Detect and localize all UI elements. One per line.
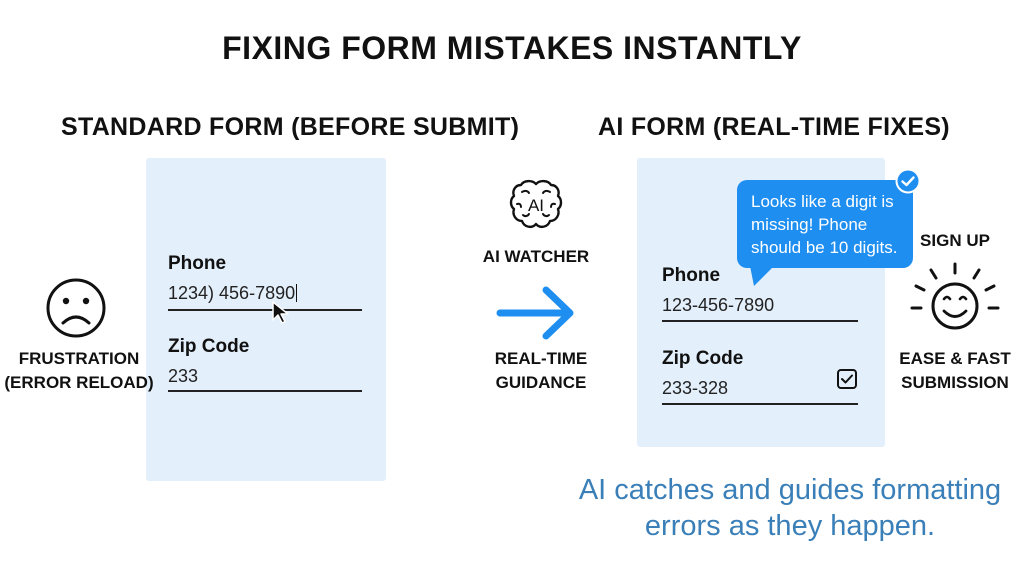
bubble-line1: Looks like a digit is xyxy=(751,192,894,211)
ease-line2: SUBMISSION xyxy=(901,373,1009,392)
ai-zip-label: Zip Code xyxy=(662,348,744,369)
ease-submission-label: EASE & FAST SUBMISSION xyxy=(892,347,1018,395)
sad-face-icon xyxy=(46,278,106,338)
happy-sun-face-icon xyxy=(910,262,1000,330)
standard-zip-input[interactable]: 233 xyxy=(168,366,198,387)
caption-line2: errors as they happen. xyxy=(644,510,936,542)
arrow-right-icon xyxy=(496,286,574,340)
zip-valid-checkbox-icon xyxy=(837,369,857,389)
ai-tooltip-bubble: Looks like a digit is missing! Phone sho… xyxy=(737,180,913,268)
standard-zip-label: Zip Code xyxy=(168,336,250,357)
ai-phone-underline xyxy=(662,320,858,322)
standard-phone-label: Phone xyxy=(168,253,227,274)
brain-icon: AI xyxy=(509,179,563,229)
ai-phone-label: Phone xyxy=(662,265,721,286)
frustration-line2: (ERROR RELOAD) xyxy=(4,373,154,392)
standard-form-panel xyxy=(146,158,386,481)
ai-zip-value: 233-328 xyxy=(662,378,729,398)
frustration-line1: FRUSTRATION xyxy=(18,349,140,368)
real-time-guidance-label: REAL-TIME GUIDANCE xyxy=(466,347,616,395)
standard-zip-underline xyxy=(168,390,362,392)
guidance-line2: GUIDANCE xyxy=(495,373,587,392)
standard-phone-underline xyxy=(168,309,362,311)
mouse-cursor-icon xyxy=(272,301,289,324)
ai-phone-value: 123-456-7890 xyxy=(662,295,775,315)
page-title: FIXING FORM MISTAKES INSTANTLY xyxy=(222,30,802,66)
standard-zip-value: 233 xyxy=(168,366,199,386)
ai-watcher-label: AI WATCHER xyxy=(482,247,590,266)
brain-ai-text: AI xyxy=(528,196,544,215)
frustration-label: FRUSTRATION (ERROR RELOAD) xyxy=(0,347,158,395)
sign-up-label: SIGN UP xyxy=(920,231,990,250)
ai-zip-underline xyxy=(662,403,858,405)
ai-zip-input[interactable]: 233-328 xyxy=(662,378,728,399)
text-caret xyxy=(296,284,298,302)
caption: AI catches and guides formatting errors … xyxy=(540,472,1024,544)
bubble-line3: should be 10 digits. xyxy=(751,238,898,257)
check-badge-icon xyxy=(895,168,921,194)
standard-phone-input[interactable]: 1234) 456-7890 xyxy=(168,283,298,304)
ease-line1: EASE & FAST xyxy=(899,349,1011,368)
bubble-tail xyxy=(750,266,774,286)
caption-line1: AI catches and guides formatting xyxy=(578,474,1002,506)
ai-phone-input[interactable]: 123-456-7890 xyxy=(662,295,774,316)
standard-phone-value: 1234) 456-7890 xyxy=(168,283,296,303)
standard-form-heading: STANDARD FORM (BEFORE SUBMIT) xyxy=(61,113,520,141)
guidance-line1: REAL-TIME xyxy=(494,349,588,368)
bubble-line2: missing! Phone xyxy=(751,215,868,234)
ai-form-heading: AI FORM (REAL-TIME FIXES) xyxy=(598,113,950,141)
